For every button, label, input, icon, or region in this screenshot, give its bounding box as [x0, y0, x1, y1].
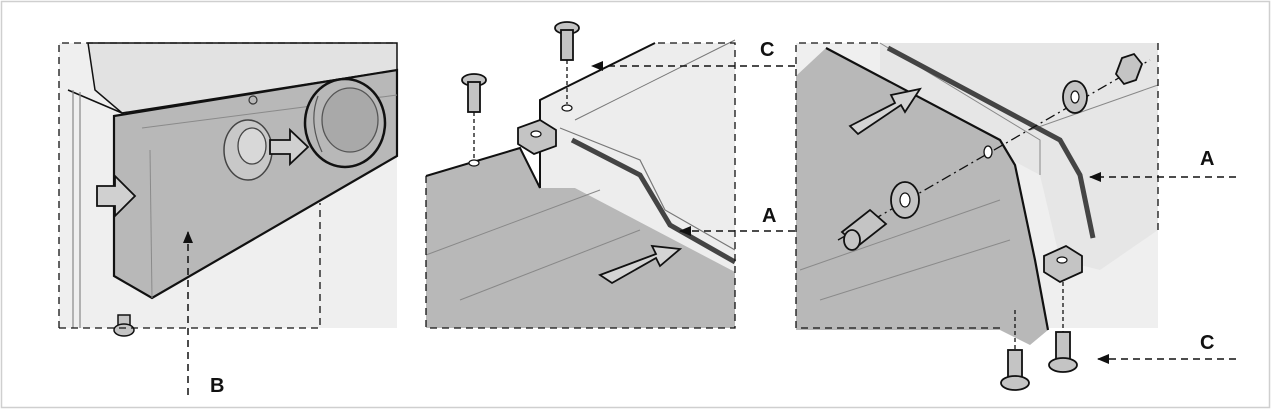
knob [303, 77, 387, 169]
nut-icon [1114, 52, 1144, 86]
callout-label-b: B [210, 375, 224, 397]
screw-icon [554, 21, 580, 112]
washer-icon [890, 181, 920, 219]
washer-icon [1062, 80, 1088, 114]
screw-icon [1048, 282, 1078, 373]
slide-arrow-icon [598, 244, 683, 285]
push-arrow-icon [269, 127, 310, 167]
panel-3-rear-cover [795, 42, 1159, 391]
panel-1-side-cover [58, 42, 399, 337]
callout-label-c-bottom: C [1200, 332, 1214, 354]
callout-label-a-right: A [1200, 148, 1214, 170]
slide-arrow-icon [848, 87, 922, 136]
bolt-icon [840, 208, 888, 251]
push-arrow-icon [96, 173, 137, 219]
bracket [1043, 244, 1083, 284]
screw-icon [1000, 310, 1030, 391]
callout-label-c-top: C [760, 39, 774, 61]
panel-2-front-cover [425, 21, 737, 329]
screw-icon [461, 73, 487, 167]
screw-icon [113, 314, 135, 337]
callout-label-a-middle: A [762, 205, 776, 227]
